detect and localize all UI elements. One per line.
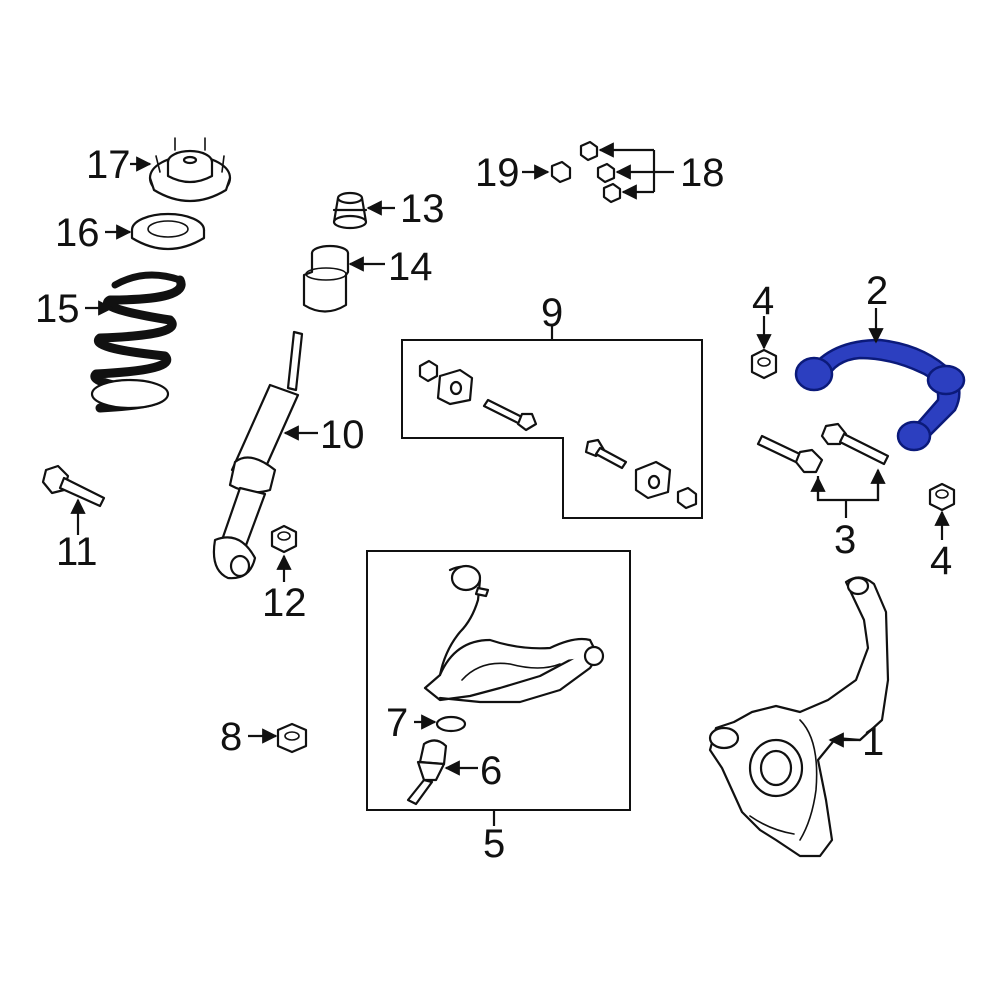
lower-control-arm[interactable] xyxy=(423,564,605,704)
coil-spring[interactable] xyxy=(90,271,186,413)
spring-insulator[interactable] xyxy=(130,212,206,250)
mount-nuts-18[interactable] xyxy=(579,140,622,204)
callout-7: 7 xyxy=(386,701,408,745)
ball-joint-ring[interactable] xyxy=(435,715,467,733)
upper-strut-mount[interactable] xyxy=(148,137,232,202)
callout-18: 18 xyxy=(680,151,725,195)
upper-control-arm[interactable] xyxy=(794,338,966,452)
callout-16: 16 xyxy=(55,211,100,255)
callout-11: 11 xyxy=(56,530,98,574)
callout-12: 12 xyxy=(262,581,307,625)
dust-boot[interactable] xyxy=(302,244,350,313)
lower-nut-8[interactable] xyxy=(276,722,308,754)
callout-10: 10 xyxy=(320,413,365,457)
arm-nut-bottom[interactable] xyxy=(928,482,956,512)
callout-14: 14 xyxy=(388,245,433,289)
callout-15: 15 xyxy=(35,287,80,331)
callout-4-top: 4 xyxy=(752,279,774,323)
steering-knuckle[interactable] xyxy=(708,576,890,858)
callout-4-bottom: 4 xyxy=(930,539,952,583)
shock-lower-nut[interactable] xyxy=(270,524,298,554)
shock-absorber[interactable] xyxy=(212,330,304,580)
arm-nut-top[interactable] xyxy=(750,348,778,380)
callout-8: 8 xyxy=(220,715,242,759)
callout-19: 19 xyxy=(475,151,520,195)
callout-3: 3 xyxy=(834,518,856,562)
callout-9: 9 xyxy=(541,291,563,335)
callout-1: 1 xyxy=(862,720,884,764)
ball-joint[interactable] xyxy=(406,739,448,806)
callout-6: 6 xyxy=(480,749,502,793)
camber-adjuster-kit[interactable] xyxy=(418,359,698,510)
callout-13: 13 xyxy=(400,187,445,231)
arm-bolts[interactable] xyxy=(756,422,890,474)
callout-2: 2 xyxy=(866,269,888,313)
mount-nut-19[interactable] xyxy=(550,160,572,184)
lower-arm-box xyxy=(366,550,631,811)
jounce-bumper[interactable] xyxy=(332,191,368,230)
callout-5: 5 xyxy=(483,822,505,866)
callout-17: 17 xyxy=(86,143,131,187)
kit-9-box xyxy=(401,339,703,519)
shock-lower-bolt[interactable] xyxy=(41,464,106,508)
